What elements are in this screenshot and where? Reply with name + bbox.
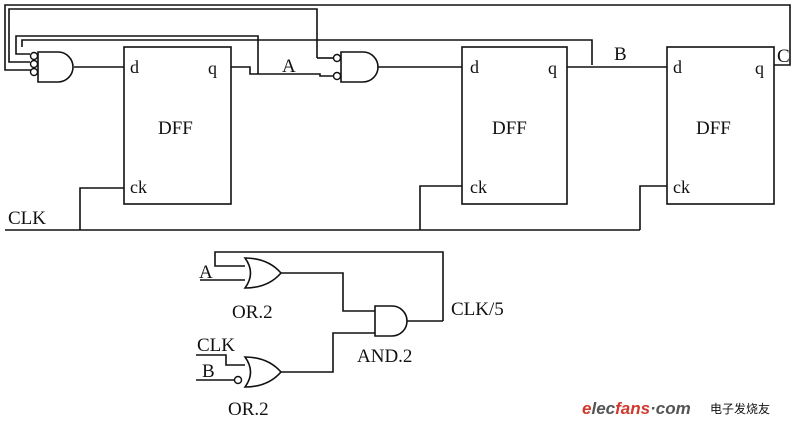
watermark-e: e xyxy=(582,399,591,418)
wire-a-loop xyxy=(15,35,259,74)
wire-or2-clk xyxy=(196,354,245,366)
dff-label: DFF xyxy=(158,118,193,139)
inverter-bubble xyxy=(29,59,39,69)
output-label-clk-div: CLK/5 xyxy=(451,299,504,320)
watermark-chinese: 电子发烧友 xyxy=(710,401,770,416)
wire-inner-loop xyxy=(21,39,593,65)
gate-label-or-bottom: OR.2 xyxy=(228,399,269,420)
pin-d: d xyxy=(470,57,479,77)
watermark-logo: elecfans·com 电子发烧友 xyxy=(582,399,770,418)
wire-clk-1 xyxy=(79,187,124,230)
signal-label-clk: CLK xyxy=(8,208,46,229)
pin-q: q xyxy=(208,58,217,78)
input-label-a: A xyxy=(199,262,213,283)
dff-label: DFF xyxy=(492,118,527,139)
wires xyxy=(4,4,791,381)
wire-or1-out xyxy=(279,272,375,312)
inverter-bubble xyxy=(233,375,243,385)
inverter-bubble xyxy=(332,53,342,63)
or-gate-1 xyxy=(243,257,283,289)
svg-text:elecfans·com: elecfans·com xyxy=(582,399,691,418)
dff-label: DFF xyxy=(696,118,731,139)
watermark-fans: fans xyxy=(615,399,650,418)
pin-d: d xyxy=(130,57,139,77)
input-label-b: B xyxy=(202,361,215,382)
inverter-bubble xyxy=(332,71,342,81)
dff-1: d q DFF ck xyxy=(123,46,232,205)
watermark-lec: lec xyxy=(591,399,615,418)
dff-2: d q DFF ck xyxy=(461,46,568,205)
pin-ck: ck xyxy=(673,177,690,197)
wire-clk-2 xyxy=(419,185,462,230)
or-gate-2 xyxy=(233,356,283,388)
wire-or2-out xyxy=(279,332,375,373)
pin-q: q xyxy=(755,58,764,78)
watermark-com: ·com xyxy=(650,399,691,418)
signal-label-b: B xyxy=(614,44,627,65)
input-label-clk: CLK xyxy=(197,335,235,356)
gate-label-and: AND.2 xyxy=(357,346,412,367)
and-gate-1 xyxy=(29,51,74,83)
pin-ck: ck xyxy=(470,177,487,197)
pin-q: q xyxy=(548,58,557,78)
signal-label-a: A xyxy=(282,56,296,77)
and-gate-2 xyxy=(332,51,379,83)
wire-outer-loop xyxy=(8,8,318,63)
wire-clkdiv-loop xyxy=(214,251,444,321)
pin-ck: ck xyxy=(130,177,147,197)
and-gate-3 xyxy=(374,305,408,337)
dff-3: d q DFF ck xyxy=(666,46,775,205)
wire-c-feedback xyxy=(4,4,791,71)
wire-a xyxy=(231,66,333,77)
pin-d: d xyxy=(673,57,682,77)
signal-label-c: C xyxy=(777,46,790,67)
inverter-bubble xyxy=(29,67,39,77)
inverter-bubble xyxy=(29,51,39,61)
gate-label-or-top: OR.2 xyxy=(232,302,273,323)
wire-clk-3 xyxy=(639,185,667,230)
